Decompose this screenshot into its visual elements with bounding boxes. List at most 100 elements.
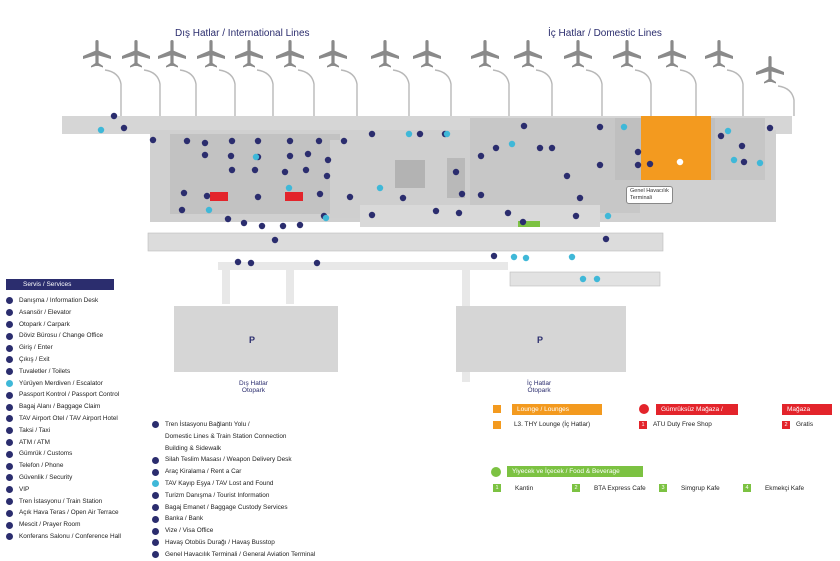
jet-bridges <box>104 69 795 116</box>
service-marker-icon[interactable] <box>740 158 748 166</box>
service-marker-icon[interactable] <box>399 194 407 202</box>
service-marker-icon[interactable] <box>346 193 354 201</box>
service-marker-icon[interactable] <box>596 161 604 169</box>
service-marker-icon[interactable] <box>340 137 348 145</box>
service-marker-icon[interactable] <box>646 160 654 168</box>
service-marker-icon[interactable] <box>634 161 642 169</box>
service-marker-icon[interactable] <box>180 189 188 197</box>
legend-label: Telefon / Phone <box>19 462 64 470</box>
service-marker-icon[interactable] <box>203 192 211 200</box>
service-marker-icon[interactable] <box>536 144 544 152</box>
service-marker-icon[interactable] <box>254 137 262 145</box>
escalator-icon[interactable] <box>724 127 732 135</box>
service-marker-icon[interactable] <box>228 137 236 145</box>
service-marker-icon[interactable] <box>313 259 321 267</box>
service-marker-icon[interactable] <box>254 193 262 201</box>
service-marker-icon[interactable] <box>477 191 485 199</box>
service-marker-icon[interactable] <box>149 136 157 144</box>
escalator-icon[interactable] <box>285 184 293 192</box>
service-marker-icon[interactable] <box>183 137 191 145</box>
service-marker-icon[interactable] <box>316 190 324 198</box>
service-marker-icon[interactable] <box>492 144 500 152</box>
service-marker-icon[interactable] <box>368 130 376 138</box>
escalator-icon[interactable] <box>97 126 105 134</box>
service-marker-icon[interactable] <box>576 194 584 202</box>
service-marker-icon[interactable] <box>563 172 571 180</box>
service-marker-icon[interactable] <box>224 215 232 223</box>
escalator-icon[interactable] <box>522 254 530 262</box>
service-marker-icon[interactable] <box>178 206 186 214</box>
service-marker-icon[interactable] <box>286 137 294 145</box>
service-marker-icon[interactable] <box>634 148 642 156</box>
service-marker-icon[interactable] <box>738 142 746 150</box>
escalator-icon[interactable] <box>322 214 330 222</box>
service-marker-icon[interactable] <box>504 209 512 217</box>
service-marker-icon[interactable] <box>247 259 255 267</box>
service-marker-icon[interactable] <box>455 209 463 217</box>
airplane-icon <box>197 40 225 68</box>
lounge-item-swatch <box>493 421 501 429</box>
service-marker-icon[interactable] <box>368 211 376 219</box>
service-marker-icon[interactable] <box>519 218 527 226</box>
service-marker-icon[interactable] <box>477 152 485 160</box>
service-marker-icon[interactable] <box>271 236 279 244</box>
escalator-icon[interactable] <box>756 159 764 167</box>
lounge-area[interactable] <box>641 116 711 180</box>
service-marker-icon[interactable] <box>324 156 332 164</box>
escalator-icon[interactable] <box>568 253 576 261</box>
duty-free-area-1[interactable] <box>210 192 228 201</box>
service-marker-icon[interactable] <box>120 124 128 132</box>
escalator-icon[interactable] <box>593 275 601 283</box>
service-marker-icon[interactable] <box>432 207 440 215</box>
service-marker-icon[interactable] <box>416 130 424 138</box>
escalator-icon[interactable] <box>604 212 612 220</box>
escalator-icon[interactable] <box>510 253 518 261</box>
service-marker-icon[interactable] <box>240 219 248 227</box>
service-marker-icon[interactable] <box>766 124 774 132</box>
legend-item: Yürüyen Merdiven / Escalator <box>6 378 121 390</box>
service-marker-icon[interactable] <box>717 132 725 140</box>
escalator-icon[interactable] <box>376 184 384 192</box>
escalator-icon[interactable] <box>405 130 413 138</box>
food-area[interactable] <box>518 221 540 227</box>
service-marker-icon[interactable] <box>110 112 118 120</box>
service-marker-icon[interactable] <box>548 144 556 152</box>
service-marker-icon[interactable] <box>296 221 304 229</box>
service-marker-icon[interactable] <box>228 166 236 174</box>
service-marker-icon[interactable] <box>258 222 266 230</box>
jet-bridge <box>492 69 510 116</box>
escalator-icon[interactable] <box>579 275 587 283</box>
service-marker-icon[interactable] <box>281 168 289 176</box>
service-marker-icon[interactable] <box>227 152 235 160</box>
service-marker-icon[interactable] <box>452 168 460 176</box>
service-marker-icon[interactable] <box>201 151 209 159</box>
service-marker-icon[interactable] <box>315 137 323 145</box>
service-marker-icon[interactable] <box>490 252 498 260</box>
escalator-icon[interactable] <box>252 153 260 161</box>
service-marker-icon[interactable] <box>302 166 310 174</box>
legend-label: Asansör / Elevator <box>19 308 72 316</box>
service-marker-icon[interactable] <box>251 166 259 174</box>
service-marker-icon[interactable] <box>323 172 331 180</box>
service-marker-icon[interactable] <box>201 139 209 147</box>
service-marker-icon[interactable] <box>458 190 466 198</box>
service-marker-icon[interactable] <box>286 152 294 160</box>
jet-bridge <box>634 69 652 116</box>
service-marker-icon[interactable] <box>572 212 580 220</box>
escalator-icon[interactable] <box>443 130 451 138</box>
service-marker-icon[interactable] <box>520 122 528 130</box>
legend-label: Güvenlik / Security <box>19 473 73 481</box>
escalator-icon[interactable] <box>730 156 738 164</box>
escalator-icon[interactable] <box>205 206 213 214</box>
duty-free-area-2[interactable] <box>285 192 303 201</box>
escalator-icon[interactable] <box>620 123 628 131</box>
service-marker-icon[interactable] <box>596 123 604 131</box>
escalator-icon[interactable] <box>508 140 516 148</box>
service-marker-icon[interactable] <box>279 222 287 230</box>
service-marker-icon[interactable] <box>602 235 610 243</box>
service-marker-icon[interactable] <box>304 150 312 158</box>
legend-marker-icon <box>6 332 13 340</box>
service-marker-icon[interactable] <box>234 258 242 266</box>
lounge-marker-icon[interactable] <box>675 157 685 167</box>
legend-label: Gümrük / Customs <box>19 450 73 458</box>
